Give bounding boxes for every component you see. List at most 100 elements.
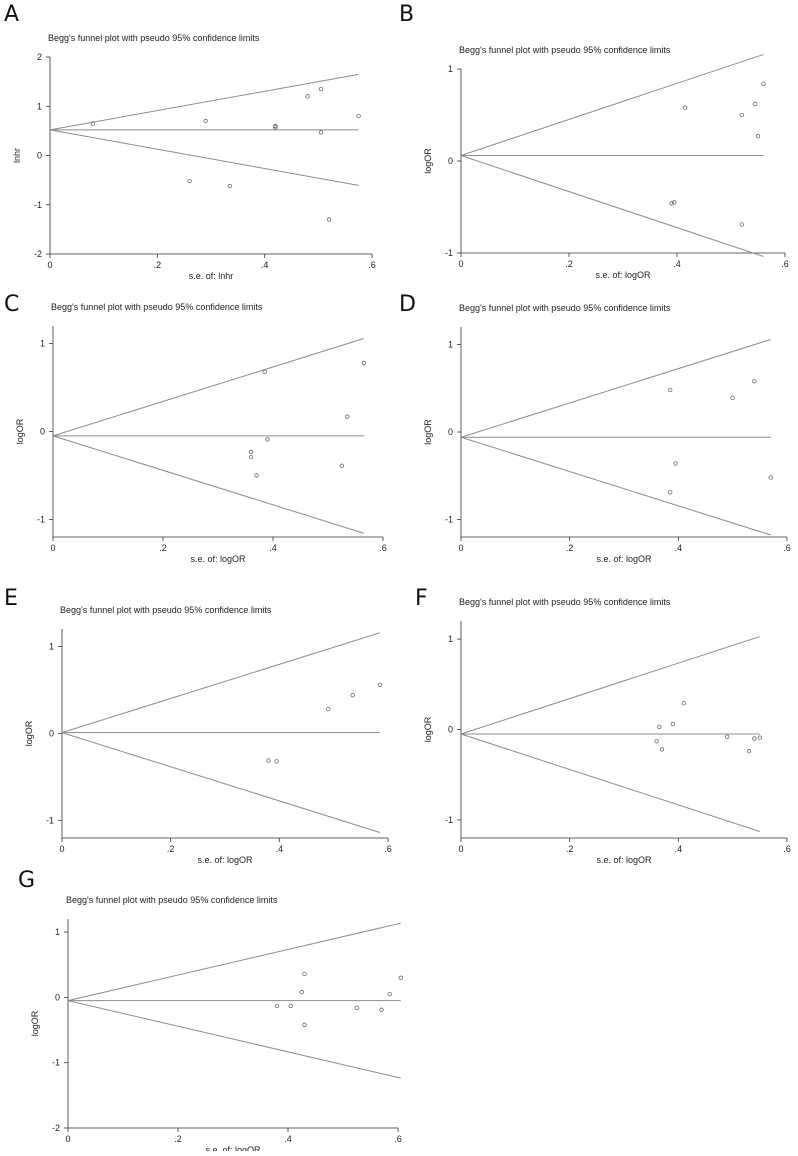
x-tick-label: .4 (673, 259, 681, 269)
study-point (681, 701, 686, 706)
y-tick-label: -2 (34, 249, 42, 259)
study-point (387, 991, 392, 997)
panel-label: D (399, 292, 416, 317)
x-tick-label: .2 (565, 259, 573, 269)
funnel-panel-b: B Begg's funnel plot with pseudo 95% con… (399, 0, 798, 285)
study-point (254, 473, 259, 478)
y-tick-label: -1 (37, 514, 45, 524)
upper-confidence-limit-line (460, 339, 771, 438)
study-point (757, 735, 762, 740)
y-tick-label: -1 (445, 815, 453, 825)
x-tick-label: .2 (159, 543, 167, 553)
y-tick-label: 1 (40, 339, 45, 349)
upper-confidence-limit-line (460, 636, 760, 735)
study-point (266, 758, 271, 763)
study-point (345, 414, 350, 419)
panel-label: G (18, 868, 36, 893)
funnel-panel-g: G Begg's funnel plot with pseudo 95% con… (0, 866, 420, 1155)
study-point (356, 113, 361, 119)
funnel-plot-svg: Begg's funnel plot with pseudo 95% confi… (24, 605, 392, 865)
chart-title: Begg's funnel plot with pseudo 95% confi… (60, 605, 272, 615)
upper-confidence-limit-line (49, 73, 359, 131)
study-point (248, 454, 254, 460)
y-tick-label: 1 (448, 340, 453, 350)
study-point (318, 130, 324, 135)
y-tick-label: -1 (34, 200, 42, 210)
y-tick-label: 0 (49, 729, 54, 739)
study-point (670, 721, 676, 727)
chart-title: Begg's funnel plot with pseudo 95% confi… (459, 45, 671, 55)
y-axis-label: lnhr (12, 148, 22, 163)
x-tick-label: .6 (783, 543, 791, 553)
study-point (768, 475, 773, 480)
panel-label: E (4, 586, 18, 611)
study-point (669, 201, 674, 206)
y-axis-label: logOR (30, 1010, 40, 1036)
x-tick-label: .6 (384, 844, 392, 854)
study-point (379, 1007, 384, 1012)
lower-confidence-limit-line (49, 129, 359, 186)
x-axis-label: s.e. of: logOR (595, 270, 651, 280)
y-tick-label: 0 (55, 992, 60, 1002)
y-tick-label: 1 (49, 641, 54, 651)
y-axis-label: logOR (24, 720, 34, 746)
funnel-plot-svg: Begg's funnel plot with pseudo 95% confi… (423, 597, 791, 865)
x-tick-label: .4 (284, 1134, 292, 1144)
y-axis-label: logOR (15, 418, 25, 444)
x-axis-label: s.e. of: logOR (596, 554, 652, 564)
chart-title: Begg's funnel plot with pseudo 95% confi… (48, 33, 260, 43)
study-point (746, 749, 752, 754)
x-tick-label: .2 (566, 543, 574, 553)
lower-confidence-limit-line (460, 155, 764, 257)
x-tick-label: .2 (566, 844, 574, 854)
y-tick-label: 0 (448, 156, 453, 166)
funnel-plot-svg: Begg's funnel plot with pseudo 95% confi… (30, 895, 403, 1155)
study-point (274, 1003, 280, 1009)
funnel-plot-svg: Begg's funnel plot with pseudo 95% confi… (12, 33, 376, 281)
funnel-panel-a: A Begg's funnel plot with pseudo 95% con… (0, 0, 399, 285)
panel-label: B (399, 2, 415, 27)
x-tick-label: 0 (65, 1134, 70, 1144)
study-point (262, 369, 267, 374)
x-axis-label: s.e. of: lnhr (189, 271, 234, 281)
y-tick-label: 0 (37, 151, 42, 161)
x-tick-label: .6 (394, 1134, 402, 1144)
lower-confidence-limit-line (67, 1000, 401, 1079)
x-axis-label: s.e. of: logOR (190, 554, 246, 564)
x-axis-label: s.e. of: logOR (596, 855, 652, 865)
chart-title: Begg's funnel plot with pseudo 95% confi… (51, 302, 263, 312)
y-tick-label: -1 (445, 515, 453, 525)
x-tick-label: .2 (167, 844, 175, 854)
study-point (659, 747, 665, 752)
study-point (90, 121, 96, 126)
panel-label: C (4, 292, 20, 317)
study-point (339, 463, 344, 468)
study-point (753, 101, 758, 107)
study-point (273, 123, 278, 129)
study-point (302, 971, 307, 977)
study-point (654, 739, 659, 744)
funnel-plot-svg: Begg's funnel plot with pseudo 95% confi… (423, 303, 791, 564)
study-point (739, 222, 744, 227)
study-point (265, 437, 270, 442)
chart-title: Begg's funnel plot with pseudo 95% confi… (459, 597, 671, 607)
study-point (761, 81, 766, 86)
study-point (302, 1022, 307, 1027)
study-point (203, 118, 208, 124)
y-tick-label: -2 (52, 1123, 60, 1133)
funnel-panel-c: C Begg's funnel plot with pseudo 95% con… (0, 288, 399, 573)
study-point (361, 360, 366, 366)
y-tick-label: 1 (448, 634, 453, 644)
lower-confidence-limit-line (460, 733, 760, 832)
y-axis-label: logOR (423, 419, 433, 445)
x-tick-label: .4 (675, 543, 683, 553)
study-point (354, 1005, 359, 1010)
study-point (305, 94, 310, 99)
funnel-plot-svg: Begg's funnel plot with pseudo 95% confi… (15, 302, 387, 564)
funnel-panel-f: F Begg's funnel plot with pseudo 95% con… (399, 582, 798, 867)
study-point (318, 86, 324, 92)
lower-confidence-limit-line (61, 732, 380, 833)
study-point (752, 736, 757, 741)
x-tick-label: .4 (261, 260, 269, 270)
y-axis-label: logOR (423, 148, 433, 174)
